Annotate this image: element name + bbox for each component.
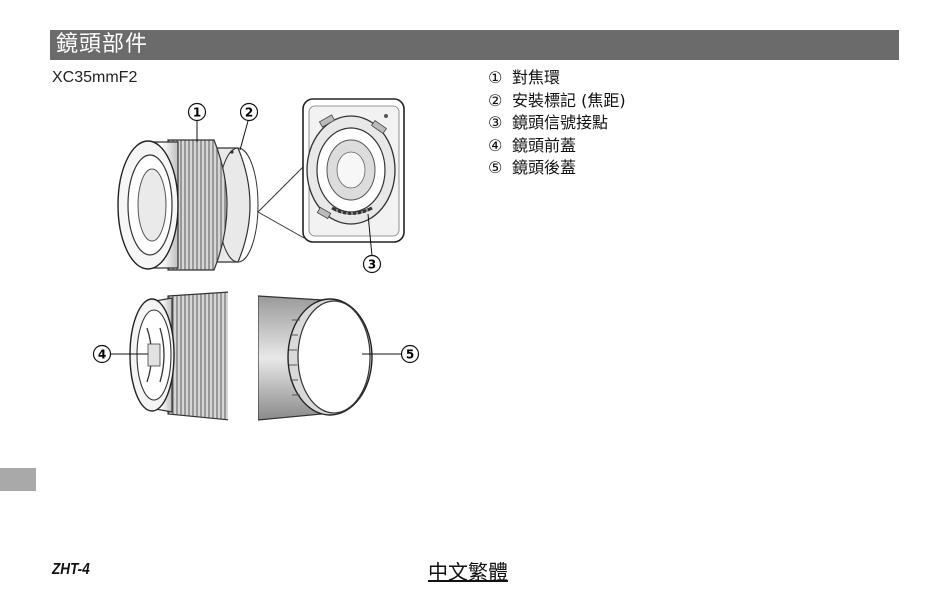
section-title: 鏡頭部件 — [56, 32, 149, 57]
callout-2-number: 2 — [245, 106, 253, 120]
part-label: 對焦環 — [512, 68, 561, 87]
part-item: ② 安裝標記 (焦距) — [488, 90, 626, 113]
language-label: 中文繁體 — [428, 560, 508, 584]
part-number: ④ — [488, 135, 503, 155]
mount-closeup-drawing — [257, 98, 405, 243]
callout-markers: 1 2 3 4 5 — [92, 102, 420, 364]
callout-5: 5 — [362, 344, 420, 364]
section-side-tab — [0, 468, 36, 491]
callout-3: 3 — [362, 213, 382, 274]
parts-list: ① 對焦環 ② 安裝標記 (焦距) ③ 鏡頭信號接點 ④ 鏡頭前蓋 ⑤ 鏡頭後蓋 — [488, 67, 626, 180]
part-label: 鏡頭前蓋 — [512, 135, 577, 155]
section-title-bar: 鏡頭部件 — [50, 30, 899, 60]
part-item: ⑤ 鏡頭後蓋 — [488, 157, 626, 180]
part-item: ③ 鏡頭信號接點 — [488, 112, 626, 135]
lens-body-drawing — [117, 139, 259, 271]
callout-3-number: 3 — [368, 258, 376, 272]
part-number: ② — [488, 90, 503, 110]
callout-4-number: 4 — [98, 348, 106, 362]
page-number: ZHT-4 — [52, 561, 90, 578]
lens-model-name: XC35mmF2 — [52, 69, 138, 86]
part-item: ④ 鏡頭前蓋 — [488, 135, 626, 158]
callout-5-number: 5 — [406, 348, 414, 362]
part-number: ⑤ — [488, 158, 503, 177]
part-label: 鏡頭後蓋 — [512, 158, 577, 177]
part-number: ① — [488, 68, 503, 87]
part-label: 鏡頭信號接點 — [512, 113, 609, 132]
part-label: 安裝標記 (焦距) — [512, 90, 626, 110]
callout-1-number: 1 — [193, 106, 201, 120]
front-cap-drawing — [129, 291, 228, 421]
callout-4: 4 — [92, 344, 148, 364]
part-number: ③ — [488, 113, 503, 132]
rear-cap-drawing — [258, 295, 373, 421]
callout-1: 1 — [187, 102, 207, 142]
part-item: ① 對焦環 — [488, 67, 626, 90]
callout-2: 2 — [239, 102, 259, 151]
